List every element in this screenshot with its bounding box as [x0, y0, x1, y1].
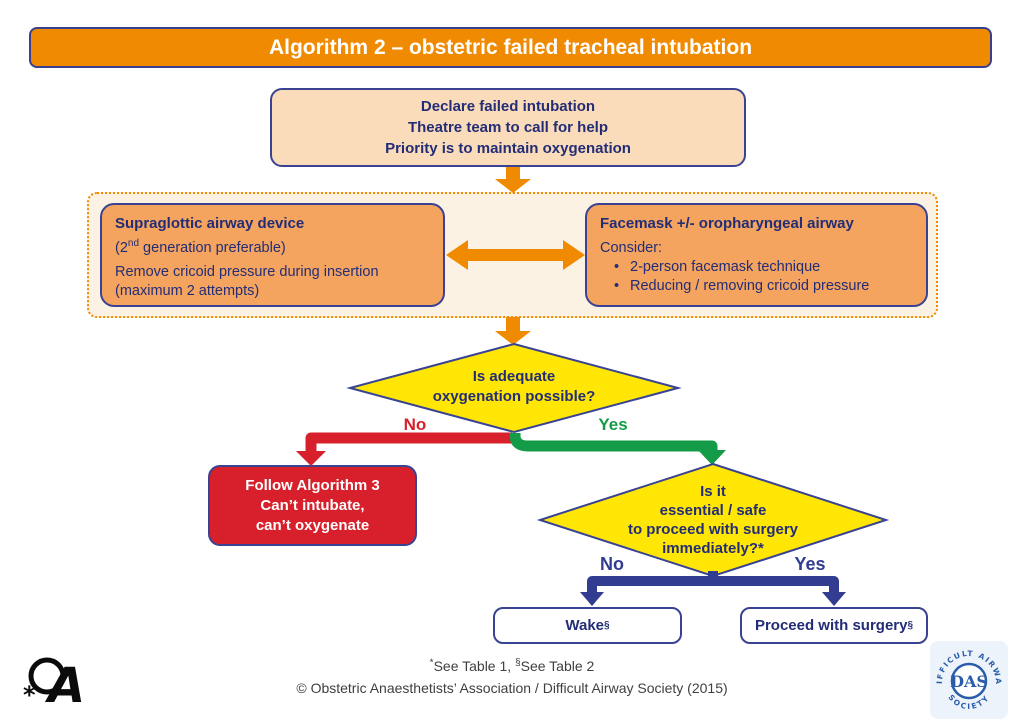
- wake-branch-arrowhead-icon: [580, 592, 604, 606]
- declare-line-2: Theatre team to call for help: [407, 119, 609, 136]
- facemask-bullet-2-text: Reducing / removing cricoid pressure: [630, 278, 870, 294]
- facemask-bullet-1-text: 2-person facemask technique: [630, 259, 821, 275]
- bullet-icon: •: [614, 259, 620, 275]
- arrow-declare-to-devices-icon: [495, 167, 531, 193]
- wake-label: Wake: [565, 617, 605, 634]
- declare-failed-intubation-box: Declare failed intubation Theatre team t…: [270, 88, 746, 167]
- page-title-text: Algorithm 2 – obstetric failed tracheal …: [268, 35, 753, 59]
- branch1-no-label: No: [403, 415, 427, 434]
- page-title: Algorithm 2 – obstetric failed tracheal …: [29, 27, 992, 68]
- oaa-asterisk-icon: *: [23, 681, 36, 709]
- facemask-bullet-2: • Reducing / removing cricoid pressure: [614, 277, 913, 296]
- supraglottic-airway-box: Supraglottic airway device (2nd generati…: [100, 203, 445, 307]
- no-branch-arrowhead-icon: [296, 451, 326, 466]
- proceed-outcome-box: Proceed with surgery§: [740, 607, 928, 644]
- das-circle: [950, 662, 988, 700]
- footnote: *See Table 1, §See Table 2: [0, 658, 1024, 674]
- diamond2-text: Is it essential / safe to proceed with s…: [553, 482, 873, 558]
- no-branch-arrow: [305, 432, 518, 452]
- copyright-line: © Obstetric Anaesthetists’ Association /…: [296, 680, 728, 696]
- wake-outcome-box: Wake§: [493, 607, 682, 644]
- diamond1-line-2: oxygenation possible?: [432, 388, 596, 405]
- gen-post: generation preferable): [139, 240, 286, 256]
- branch1-yes-label: Yes: [598, 415, 628, 434]
- declare-line-3: Priority is to maintain oxygenation: [385, 140, 631, 157]
- gen-sup: nd: [127, 238, 140, 250]
- facemask-heading: Facemask +/- oropharyngeal airway: [600, 215, 854, 232]
- declare-line-1: Declare failed intubation: [420, 98, 596, 115]
- diamond2-line-3: to proceed with surgery: [627, 521, 799, 538]
- footnote-section-mark: §: [515, 657, 521, 669]
- algorithm3-line-3: can’t oxygenate: [255, 516, 370, 534]
- facemask-consider: Consider:: [600, 240, 663, 256]
- supraglottic-generation-line: (2nd generation preferable): [115, 239, 430, 258]
- footnote-asterisk: *: [429, 657, 434, 669]
- supraglottic-line-2: Remove cricoid pressure during insertion: [115, 264, 379, 280]
- diamond1-text: Is adequate oxygenation possible?: [363, 367, 665, 407]
- facemask-bullet-1: • 2-person facemask technique: [614, 258, 913, 277]
- arrow-devices-to-decision-icon: [495, 317, 531, 345]
- algorithm3-line-2: Can’t intubate,: [260, 496, 365, 514]
- das-center-text: DAS: [950, 672, 988, 691]
- branch2-yes-label: Yes: [794, 554, 826, 574]
- footnote-text-1: See Table 1,: [433, 658, 516, 674]
- oaa-circle: [28, 657, 66, 695]
- surgery-branch-arrowhead-icon: [822, 592, 846, 606]
- das-logo: DAS DIFFICULT AIRWAY SOCIETY: [930, 641, 1008, 719]
- diamond2-line-2: essential / safe: [659, 502, 767, 519]
- oaa-logo: * A: [23, 657, 85, 712]
- diamond1-line-1: Is adequate: [472, 368, 556, 385]
- proceed-label: Proceed with surgery: [754, 617, 908, 634]
- yes-branch-arrowhead-icon: [698, 450, 726, 465]
- algorithm3-line-1: Follow Algorithm 3: [245, 476, 380, 494]
- follow-algorithm-3-box: Follow Algorithm 3 Can’t intubate, can’t…: [208, 465, 417, 546]
- branch2-no-label: No: [600, 554, 624, 574]
- supraglottic-heading: Supraglottic airway device: [115, 215, 305, 232]
- facemask-box: Facemask +/- oropharyngeal airway Consid…: [585, 203, 928, 307]
- oaa-letter-a: A: [44, 658, 85, 712]
- diamond2-line-1: Is it: [700, 483, 726, 500]
- gen-pre: (2: [115, 240, 128, 256]
- yes-branch-arrow: [509, 431, 718, 452]
- footnote-text-2: See Table 2: [520, 658, 595, 674]
- bullet-icon: •: [614, 278, 620, 294]
- supraglottic-line-3: (maximum 2 attempts): [115, 283, 260, 299]
